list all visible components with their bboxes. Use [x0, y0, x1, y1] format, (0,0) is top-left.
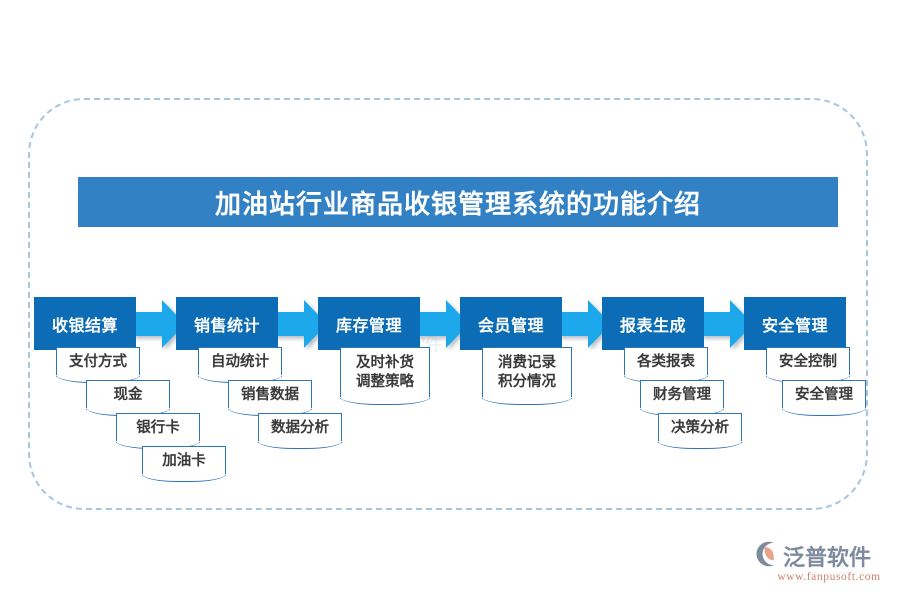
brand-logo: 泛普软件 www.fanpusoft.com — [752, 540, 892, 590]
flow-subitem-1-2[interactable]: 现金 — [86, 380, 170, 416]
flow-subitem-label: 积分情况 — [498, 374, 556, 390]
flow-subitem-4-1[interactable]: 消费记录 积分情况 — [482, 347, 572, 405]
flow-arrow-5 — [700, 298, 754, 350]
flow-subitem-label: 及时补货 — [356, 355, 414, 372]
flow-subitem-label: 调整策略 — [356, 374, 414, 390]
page-title: 加油站行业商品收银管理系统的功能介绍 — [214, 189, 701, 220]
flow-stage-box-1[interactable]: 收银结算 — [34, 297, 136, 350]
flow-arrow-4 — [558, 298, 612, 350]
flow-stage-box-5[interactable]: 报表生成 — [602, 297, 704, 350]
flow-stage-label-1: 收银结算 — [51, 315, 118, 335]
flow-arrow-3 — [416, 298, 470, 350]
flow-stage-box-4[interactable]: 会员管理 — [460, 297, 562, 350]
flow-subitem-label: 加油卡 — [162, 452, 206, 469]
logo-url: www.fanpusoft.com — [777, 571, 881, 583]
page-title-banner: 加油站行业商品收银管理系统的功能介绍 — [78, 177, 838, 227]
flow-subitem-5-3[interactable]: 决策分析 — [658, 413, 742, 449]
flow-stage-label-6: 安全管理 — [761, 315, 828, 335]
flow-subitem-5-1[interactable]: 各类报表 — [624, 347, 708, 383]
flow-subitem-1-1[interactable]: 支付方式 — [56, 347, 140, 383]
logo-row: 泛普软件 — [752, 540, 892, 572]
flow-subitem-1-3[interactable]: 银行卡 — [116, 413, 200, 449]
flow-subitem-label: 财务管理 — [653, 386, 711, 403]
flow-subitem-label: 现金 — [113, 386, 143, 403]
flow-subitem-label: 数据分析 — [271, 419, 329, 436]
flow-subitem-label: 银行卡 — [136, 419, 180, 436]
flow-subitem-label: 支付方式 — [69, 353, 127, 370]
flow-stage-label-3: 库存管理 — [335, 315, 402, 335]
flow-subitem-3-1[interactable]: 及时补货 调整策略 — [340, 347, 430, 405]
fanpu-logo-icon — [752, 540, 780, 572]
flow-subitem-label: 销售数据 — [241, 386, 299, 403]
flow-subitem-1-4[interactable]: 加油卡 — [142, 446, 226, 482]
flow-stage-label-5: 报表生成 — [619, 315, 686, 335]
flow-subitem-2-2[interactable]: 销售数据 — [228, 380, 312, 416]
logo-name: 泛普软件 — [783, 546, 872, 571]
flow-arrow-2 — [274, 298, 328, 350]
flow-subitem-label: 安全控制 — [779, 353, 837, 370]
flow-subitem-6-2[interactable]: 安全管理 — [782, 380, 866, 416]
flow-arrow-1 — [132, 298, 186, 350]
flow-stage-label-2: 销售统计 — [193, 315, 260, 335]
flow-subitem-6-1[interactable]: 安全控制 — [766, 347, 850, 383]
flow-subitem-label: 消费记录 — [498, 355, 556, 372]
flow-subitem-5-2[interactable]: 财务管理 — [640, 380, 724, 416]
dashed-frame-border — [28, 98, 868, 510]
flow-stage-box-6[interactable]: 安全管理 — [744, 297, 846, 350]
flow-subitem-label: 各类报表 — [637, 353, 695, 370]
flow-subitem-label: 安全管理 — [795, 386, 853, 403]
flow-stage-label-4: 会员管理 — [477, 315, 544, 335]
flow-subitem-2-3[interactable]: 数据分析 — [258, 413, 342, 449]
flow-subitem-label: 自动统计 — [211, 353, 269, 370]
flow-stage-box-3[interactable]: 库存管理 — [318, 297, 420, 350]
flow-subitem-label: 决策分析 — [671, 419, 729, 436]
flow-stage-box-2[interactable]: 销售统计 — [176, 297, 278, 350]
flow-subitem-2-1[interactable]: 自动统计 — [198, 347, 282, 383]
